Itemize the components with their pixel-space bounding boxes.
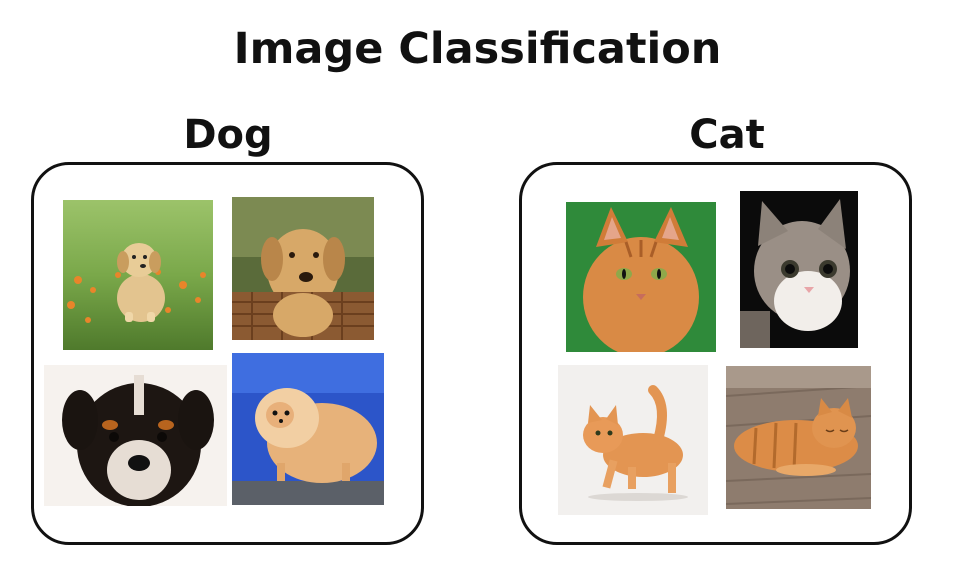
cat-image-orange-stretching <box>558 365 708 515</box>
dog-image-labrador <box>232 197 374 340</box>
cat-image-orange-lying <box>726 366 871 509</box>
cat-image-orange-tabby-green <box>566 202 716 352</box>
dog-category-label: Dog <box>183 112 273 158</box>
dog-image-puppy-grass <box>63 200 213 350</box>
cat-image-grey-white <box>740 191 858 348</box>
page-title: Image Classification <box>233 24 722 74</box>
dog-image-black-tan-puppy <box>44 365 227 506</box>
cat-category-label: Cat <box>689 112 765 158</box>
dog-image-pomeranian <box>232 353 384 505</box>
